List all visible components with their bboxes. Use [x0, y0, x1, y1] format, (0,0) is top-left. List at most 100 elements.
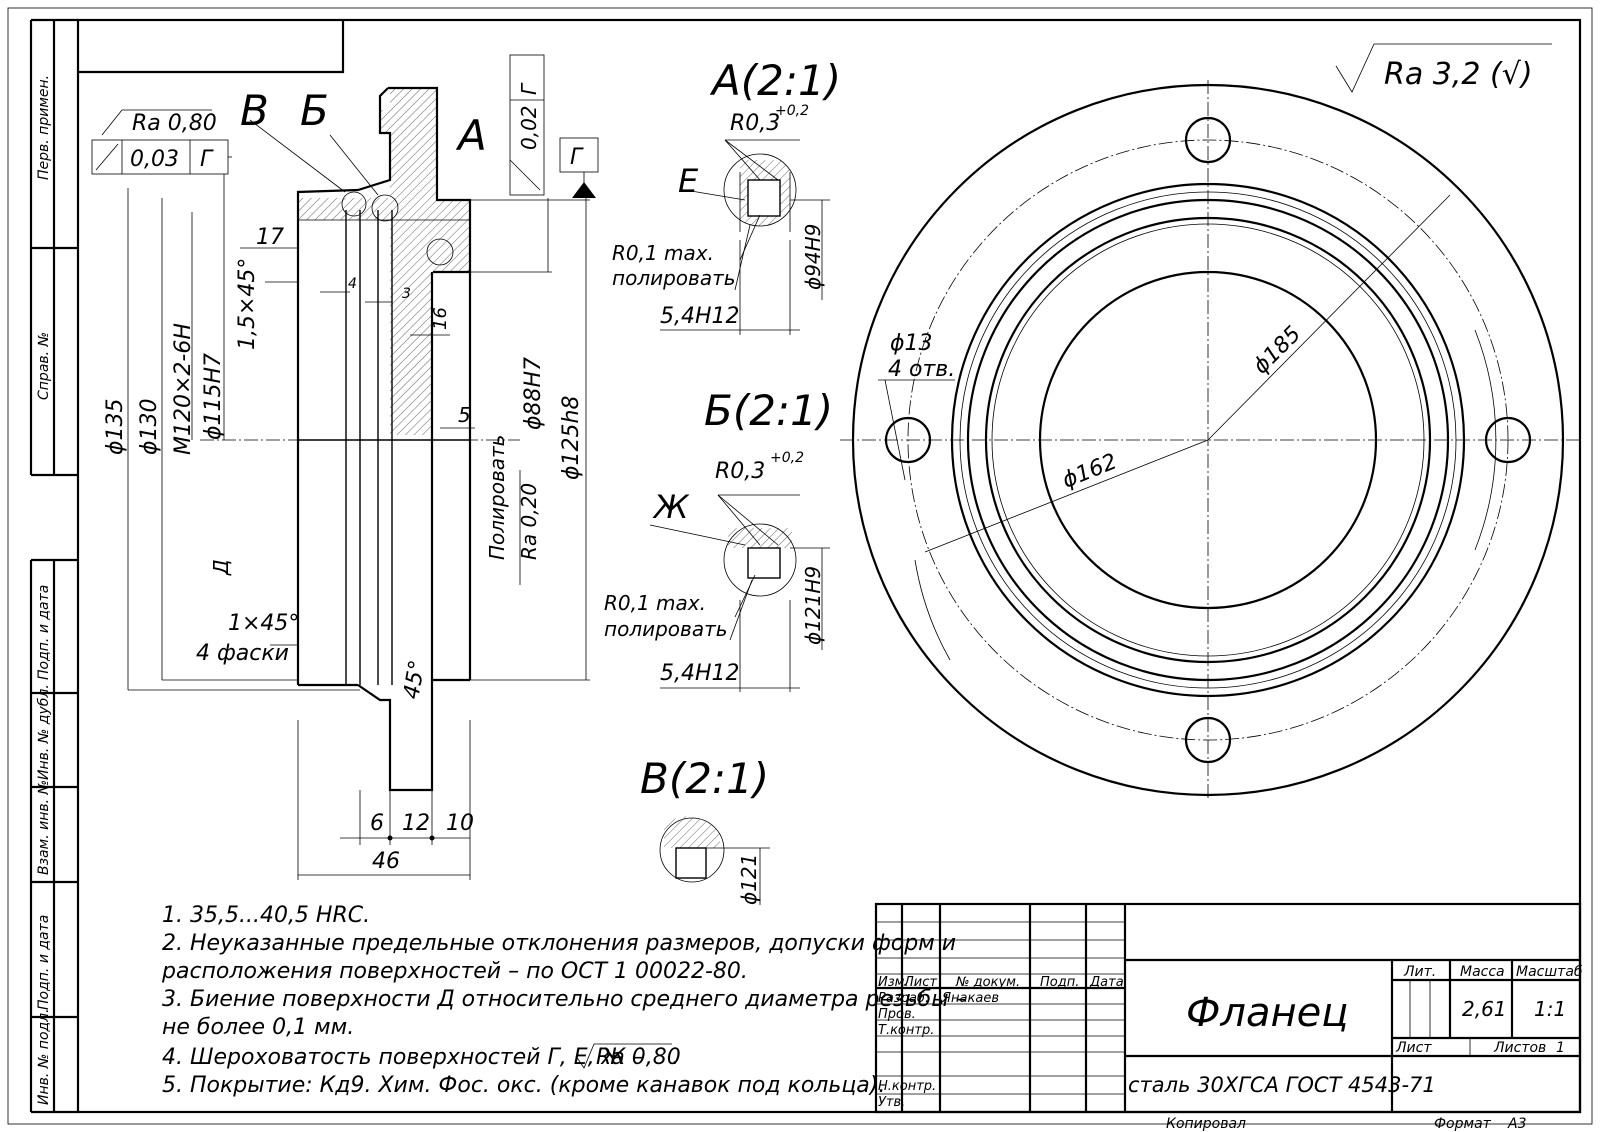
hole-count: 4 отв. — [888, 357, 955, 382]
note-2a: 2. Неуказанные предельные отклонения раз… — [162, 931, 956, 956]
detail-v-title: В(2:1) — [640, 754, 769, 803]
detail-b-title: Б(2:1) — [704, 386, 833, 435]
runout2-base: Г — [517, 82, 541, 95]
detail-b-radius-tol: +0,2 — [770, 450, 804, 466]
tb-masshtab: Масштаб — [1516, 964, 1583, 980]
section-letter-v: В — [240, 86, 269, 135]
detail-a-title: А(2:1) — [709, 56, 841, 105]
detail-v-diameter: ϕ121 — [737, 854, 761, 905]
tb-nkontr: Н.контр. — [878, 1079, 936, 1094]
side-label-dubl: Инв. № дубл. — [36, 684, 52, 780]
dim-5: 5 — [458, 403, 471, 427]
note-4-end: . — [672, 1045, 679, 1070]
section-letter-b: Б — [300, 86, 329, 135]
dim-3: 3 — [402, 286, 411, 302]
side-labels: Перв. примен. Справ. № Подп. и дата Инв.… — [36, 75, 52, 1105]
dim-chamfer: 1,5×45° — [235, 258, 260, 350]
tb-copied: Копировал — [1166, 1116, 1246, 1132]
general-roughness-symbol — [1335, 43, 1552, 93]
vertical-dims — [127, 188, 590, 691]
tb-massa: Масса — [1460, 964, 1505, 980]
tb-prov: Пров. — [878, 1007, 916, 1022]
tb-sheets-val: 1 — [1556, 1040, 1565, 1056]
dim-12: 12 — [402, 811, 430, 836]
technical-notes: 1. 35,5...40,5 HRC. 2. Неуказанные преде… — [161, 903, 967, 1098]
side-label-vzam: Взам. инв. № — [36, 780, 52, 875]
detail-v-view — [659, 816, 770, 905]
dim-d135: ϕ135 — [103, 398, 128, 455]
angle-45: 45° — [399, 658, 430, 701]
detail-b-letter: Ж — [652, 488, 690, 526]
detail-a-diameter: ϕ94H9 — [801, 224, 825, 290]
tb-razrab-name: Янакаев — [941, 991, 999, 1006]
sheet-frame — [7, 7, 1593, 1125]
detail-a-radius-tol: +0,2 — [775, 103, 809, 119]
side-label-inv: Инв. № подл. — [36, 1008, 52, 1105]
tb-mass-val: 2,61 — [1462, 997, 1507, 1021]
detail-b-radius: R0,3 — [715, 459, 765, 484]
side-label-perv: Перв. примен. — [36, 75, 52, 180]
side-label-podp1: Подп. и дата — [36, 585, 52, 680]
detail-b-view — [649, 494, 830, 692]
tb-sheet: Лист — [1395, 1040, 1432, 1056]
note-2b: расположения поверхностей – по ОСТ 1 000… — [161, 959, 748, 984]
tb-doc: № докум. — [955, 975, 1020, 990]
tb-sheets: Листов — [1493, 1040, 1546, 1056]
dim-6: 6 — [370, 811, 384, 836]
note-4-ra: Ra 0,80 — [596, 1045, 681, 1070]
detail-b-width: 5,4H12 — [660, 661, 740, 686]
detail-a-width: 5,4H12 — [660, 304, 740, 329]
chamfer-count: 4 фаски — [196, 641, 289, 666]
dim-d88: ϕ88H7 — [521, 357, 546, 430]
dim-d115: ϕ115H7 — [201, 353, 226, 440]
horizontal-dims — [240, 247, 475, 880]
tb-scale-val: 1:1 — [1534, 997, 1566, 1021]
front-view — [840, 80, 1580, 800]
datum-label: Г — [570, 145, 584, 170]
section-letter-a: А — [455, 111, 487, 160]
dim-thread: M120×2-6H — [171, 323, 196, 455]
detail-a-r01: R0,1 max. — [612, 241, 714, 265]
detail-b-diameter: ϕ121H9 — [801, 566, 825, 645]
tolerance-frame-left — [91, 109, 232, 212]
general-roughness: Ra 3,2 (√) — [1384, 57, 1533, 92]
tb-part-name: Фланец — [1186, 990, 1349, 1036]
tb-data: Дата — [1089, 975, 1124, 990]
tb-list: Лист — [903, 975, 937, 990]
tb-material: сталь 30ХГСА ГОСТ 4543-71 — [1128, 1073, 1436, 1097]
dim-16: 16 — [430, 307, 451, 330]
polish-label: Полировать — [485, 435, 509, 560]
tb-podp: Подп. — [1040, 975, 1079, 990]
hole-diameter: ϕ13 — [890, 331, 933, 356]
dim-4: 4 — [348, 276, 357, 292]
detail-b-r01: R0,1 max. — [604, 591, 706, 615]
detail-a-view — [660, 139, 830, 335]
tb-format: Формат — [1434, 1116, 1492, 1132]
detail-a-letter: Е — [678, 162, 699, 200]
dim-d185: ϕ185 — [1249, 322, 1307, 380]
surface-letter-d: Д — [209, 559, 233, 576]
note-4: 4. Шероховатость поверхностей Г, Е, Ж – — [162, 1045, 643, 1070]
tb-format-val: А3 — [1507, 1116, 1526, 1132]
note-5: 5. Покрытие: Кд9. Хим. Фос. окс. (кроме … — [162, 1073, 885, 1098]
main-section-view — [200, 86, 520, 792]
dim-17: 17 — [256, 225, 284, 250]
tb-razrab: Разраб. — [878, 991, 929, 1006]
ra-080-label: Ra 0,80 — [132, 111, 217, 136]
tb-tkontr: Т.контр. — [878, 1023, 934, 1038]
detail-a-polish: полировать — [612, 266, 736, 290]
note-1: 1. 35,5...40,5 HRC. — [162, 903, 370, 928]
runout-base: Г — [200, 147, 214, 172]
polish-ra: Ra 0,20 — [517, 483, 541, 560]
tb-utv: Утв. — [878, 1095, 905, 1110]
dim-46: 46 — [372, 849, 400, 874]
dim-d130: ϕ130 — [137, 398, 162, 455]
tb-izm: Изм. — [878, 975, 909, 990]
side-label-podp2: Подп. и дата — [36, 915, 52, 1010]
dim-10: 10 — [446, 811, 474, 836]
title-block — [874, 902, 1582, 1114]
dim-d125: ϕ125h8 — [559, 396, 584, 480]
tolerance-frame-right — [509, 54, 599, 198]
note-3a: 3. Биение поверхности Д относительно сре… — [162, 987, 967, 1012]
